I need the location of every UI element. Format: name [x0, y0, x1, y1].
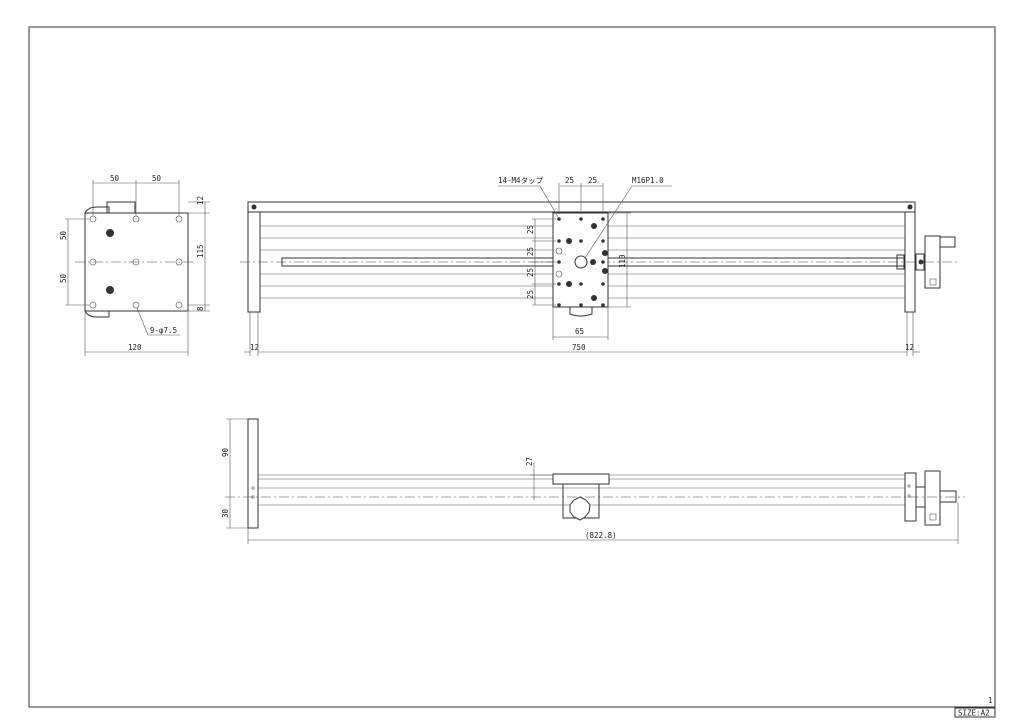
- knob-icon: [106, 286, 114, 294]
- dim-pitch-2: 25: [588, 176, 597, 185]
- dim-left-end: 12: [250, 343, 259, 352]
- size-label: SIZE:A2: [958, 709, 990, 718]
- dim-carriage-width: 65: [575, 327, 584, 336]
- tap-note: 14-M4タップ: [498, 176, 544, 185]
- dim-right-end: 12: [905, 343, 914, 352]
- dim-width: 120: [128, 343, 142, 352]
- dim-top-left: 50: [110, 174, 120, 183]
- dim-pitch-1: 25: [565, 176, 574, 185]
- m16-thread-hole: [574, 255, 588, 269]
- tap-holes: [557, 217, 608, 307]
- size-box: [954, 707, 996, 718]
- dim-length: 750: [572, 343, 586, 352]
- dim-left-lower: 50: [59, 273, 68, 283]
- handwheel: [924, 235, 941, 289]
- sheet-number: 1: [988, 696, 993, 705]
- end-plate-side: [247, 418, 259, 529]
- handwheel-side: [924, 470, 941, 526]
- dim-side-height: 90: [221, 447, 230, 457]
- dim-height: 115: [196, 244, 205, 258]
- end-view: 50 50 50 50 115 12 8 9-φ7.5 120: [59, 174, 210, 356]
- knob-icon: [106, 229, 114, 237]
- hole-note: 9-φ7.5: [150, 326, 177, 335]
- dim-top-offset: 12: [196, 196, 205, 205]
- dim-vertical-2: 25: [526, 247, 535, 256]
- lock-knob-icon: [569, 496, 591, 521]
- dim-top-right: 50: [152, 174, 162, 183]
- dim-left-upper: 50: [59, 230, 68, 240]
- dim-axis: 30: [221, 508, 230, 518]
- dim-overall: (822.8): [585, 531, 617, 540]
- dim-vertical-1: 25: [526, 225, 535, 234]
- side-view: 90 30 27 (822.8): [221, 418, 965, 544]
- dim-bottom-offset: 8: [196, 306, 205, 311]
- thread-note: M16P1.0: [632, 176, 664, 185]
- top-view: 25 25 14-M4タップ M16P1.0 25 25 25 25 110 6…: [240, 176, 960, 356]
- dim-vertical-4: 25: [526, 290, 535, 299]
- dim-carriage-height: 110: [618, 254, 627, 268]
- drawing-frame: [28, 26, 996, 708]
- dim-vertical-3: 25: [526, 268, 535, 277]
- dim-carriage-offset: 27: [525, 457, 534, 466]
- carriage: [552, 212, 609, 308]
